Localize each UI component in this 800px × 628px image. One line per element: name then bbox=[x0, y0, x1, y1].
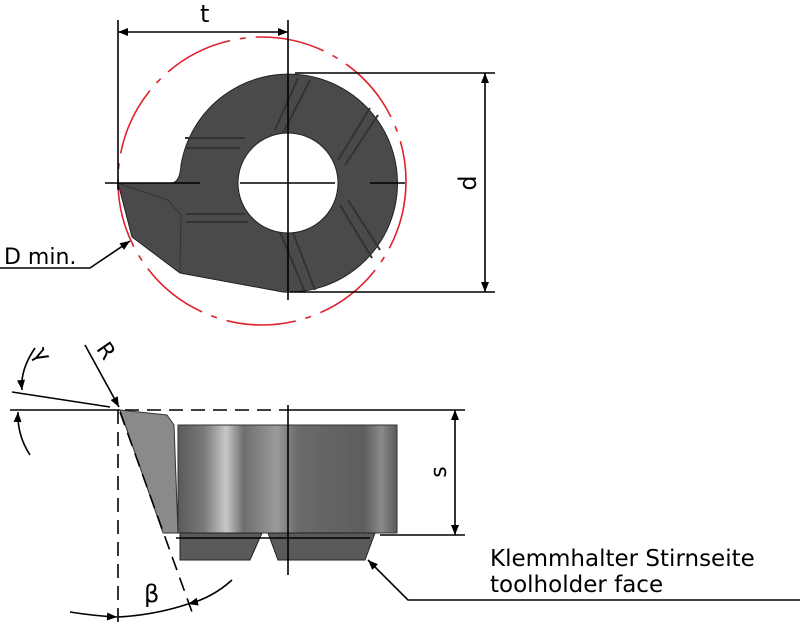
dim-d-label: d bbox=[454, 175, 482, 190]
dim-t-label: t bbox=[200, 0, 209, 28]
side-view: R γ s β Klemmhalter Stirnseite toolholde… bbox=[10, 338, 800, 625]
dim-dmin-label: D min. bbox=[4, 245, 76, 270]
clearance-angle-beta-label: β bbox=[144, 580, 159, 608]
rake-angle-gamma-label: γ bbox=[28, 343, 56, 367]
insert-side-feet bbox=[179, 532, 376, 561]
holder-face-label-en: toolholder face bbox=[490, 572, 663, 598]
top-view: t d D min. bbox=[0, 0, 495, 326]
insert-side-tip bbox=[119, 409, 179, 534]
holder-face-label-de: Klemmhalter Stirnseite bbox=[490, 546, 755, 572]
dim-s-label: s bbox=[427, 466, 452, 477]
radius-r-label: R bbox=[91, 338, 120, 365]
